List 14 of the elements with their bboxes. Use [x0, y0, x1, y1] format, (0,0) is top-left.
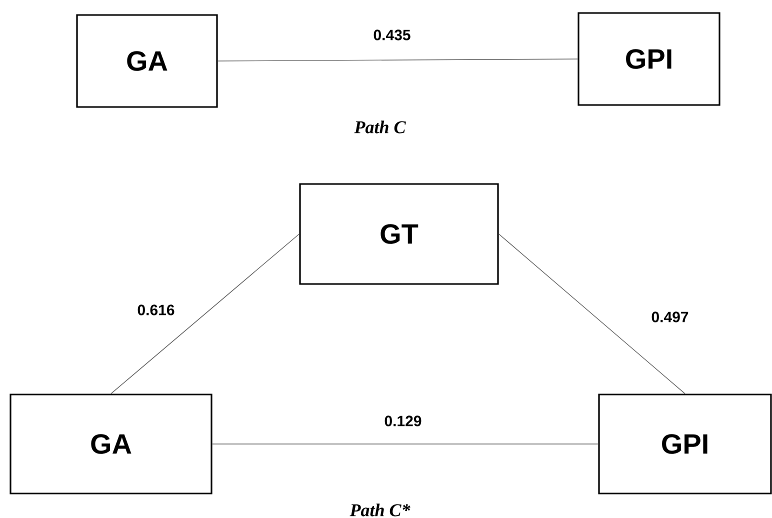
- variable-box: GT: [299, 183, 499, 285]
- coefficient-label: 0.435: [372, 28, 412, 42]
- connector-line: [498, 234, 686, 394]
- variable-box: GPI: [598, 394, 772, 494]
- coefficient-label: 0.616: [136, 304, 176, 316]
- coefficient-label: 0.129: [383, 414, 423, 428]
- connector-line: [217, 58, 578, 62]
- connector-line: [110, 234, 300, 394]
- coefficient-label: 0.497: [650, 310, 690, 324]
- path-caption: Path C*: [350, 504, 410, 516]
- variable-box: GA: [76, 14, 218, 108]
- variable-box: GA: [10, 394, 212, 494]
- variable-box: GPI: [578, 12, 720, 106]
- path-caption: Path C: [354, 120, 406, 134]
